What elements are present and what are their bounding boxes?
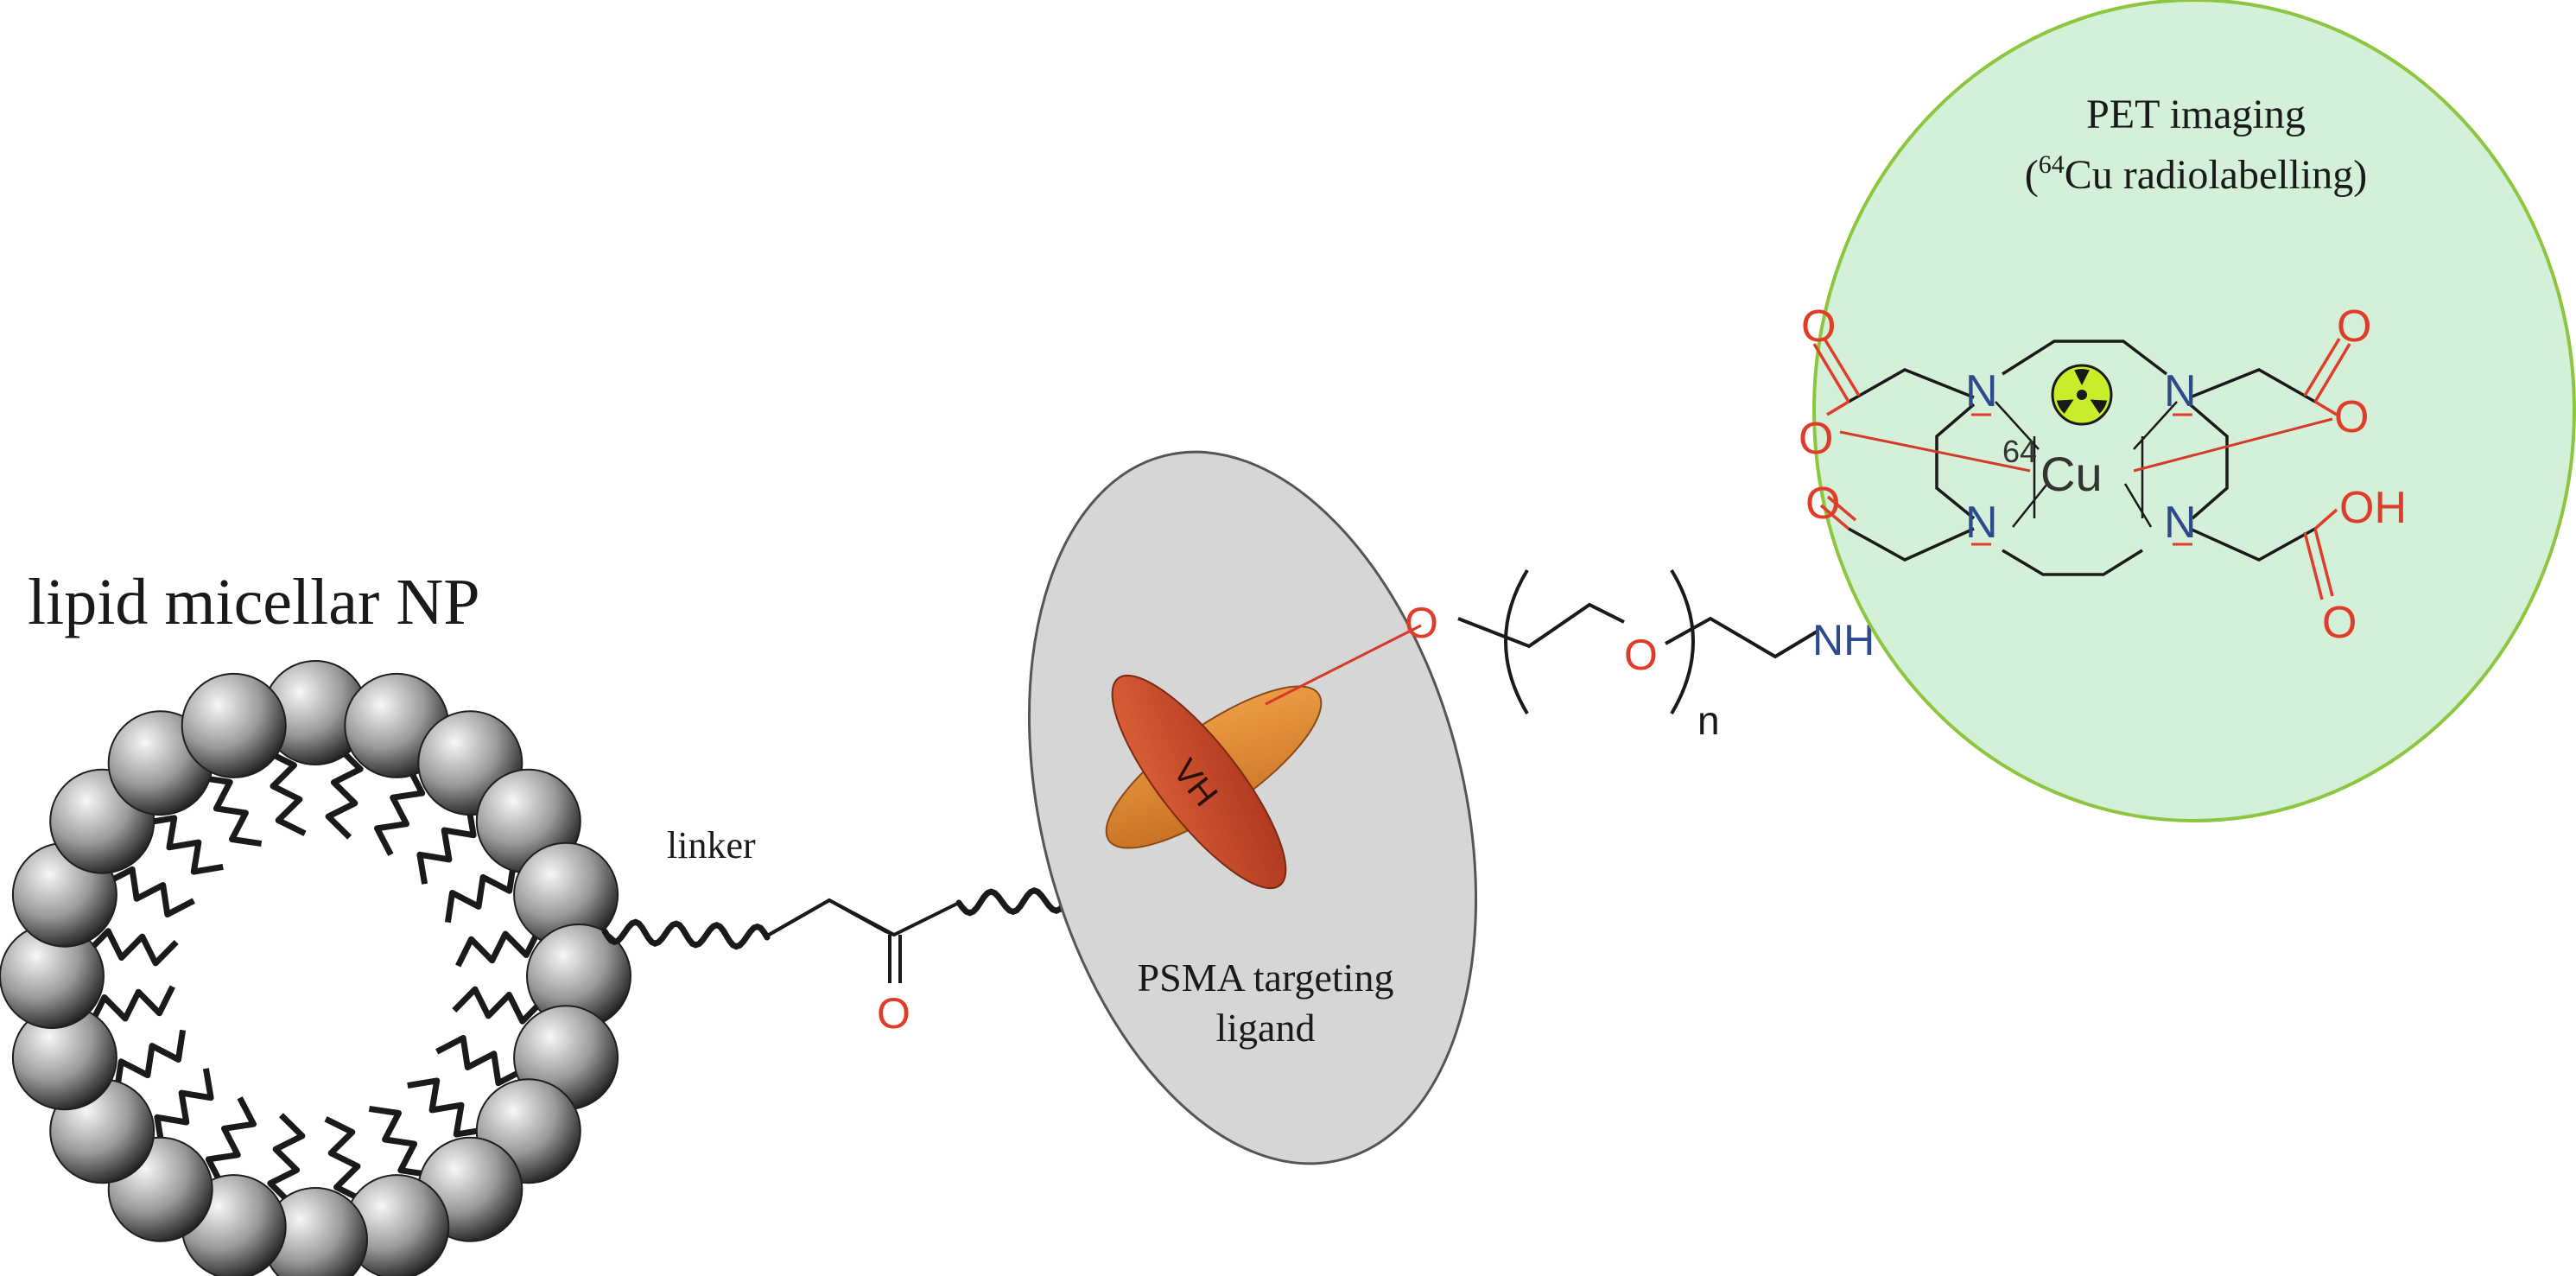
lipid-tail (267, 1113, 306, 1207)
oxygen-left-coordinated: O (1799, 414, 1833, 464)
nitrogen-markers (1971, 413, 2192, 546)
nitrogen-1: N (1965, 366, 1998, 416)
acetate-arm-bottom-left (1848, 527, 1975, 562)
oxygen-top-right: O (2337, 302, 2371, 352)
ether-oxygen-1: O (1405, 599, 1438, 647)
radiation-icon (2051, 364, 2113, 426)
lipid-tail (324, 1116, 365, 1203)
nitrogen-2: N (2164, 366, 2197, 416)
lipid-tail (154, 1068, 214, 1147)
dota-cu-complex (1812, 338, 2351, 600)
lipid-head-sphere (181, 672, 287, 778)
lipid-tail (435, 1035, 527, 1087)
lipid-tail (416, 805, 477, 885)
lipid-tail (88, 985, 175, 1025)
lipid-tail (444, 860, 517, 924)
pet-label-isotope: 64 (2039, 150, 2065, 179)
peg-chain-bonds (1457, 602, 1625, 649)
carbonyl-oxygen-left-bond (1826, 400, 1850, 416)
copper-mass-number: 64 (2002, 434, 2037, 469)
carbonyl-bottom-left (1819, 495, 1857, 530)
pet-imaging-region (1812, 0, 2576, 822)
oxygen-right-coordinated: O (2334, 392, 2369, 442)
lipid-tail (452, 986, 546, 1025)
acetate-arm-top-right (2189, 368, 2316, 403)
peg-repeat-n: n (1697, 698, 1720, 743)
lipid-tail (205, 1096, 257, 1188)
carbonyl-top-right (2303, 338, 2351, 403)
lipid-tail (113, 1029, 187, 1092)
peg-to-amide-bonds (1665, 616, 1820, 659)
pet-label-line1: PET imaging (2086, 92, 2306, 137)
lipid-tails (85, 746, 546, 1207)
oxygen-bottom-left: O (1805, 479, 1840, 529)
vh-antibody-fragment: VH (1105, 674, 1323, 890)
vh-to-ether-bond (1265, 624, 1422, 706)
linker-chain-wave-left (601, 918, 771, 950)
ether-oxygen-2: O (1624, 631, 1658, 679)
hydroxyl-bottom-right: OH (2339, 483, 2407, 533)
linker-chain-zigzag (768, 898, 895, 936)
macrocycle-bonds (1935, 340, 2229, 576)
oxygen-bottom-right: O (2322, 598, 2357, 648)
amide-nh: NH (1812, 616, 1875, 664)
carbonyl-bottom-right (2303, 508, 2338, 600)
carbonyl-oxygen-right-bond (2314, 400, 2338, 416)
micelle-title: lipid micellar NP (28, 566, 479, 638)
lipid-micelle (0, 660, 631, 1276)
cu-coordination-bonds (1995, 401, 2178, 528)
lipid-heads (0, 660, 631, 1276)
cu-oxygen-bonds (1839, 417, 2333, 473)
lipid-tail (266, 749, 307, 836)
acetate-arm-top-left (1848, 368, 1975, 403)
lipid-tail (455, 927, 542, 968)
lipid-tail (374, 765, 426, 856)
pet-label-line2: (64Cu radiolabelling) (2025, 150, 2368, 198)
peg-open-bracket (1504, 568, 1529, 715)
pet-label-open-paren: ( (2025, 152, 2039, 198)
psma-label-line1: PSMA targeting (1138, 955, 1394, 1000)
lipid-tail (104, 866, 195, 917)
carbonyl-top-left (1812, 338, 1861, 403)
lipid-tail (85, 928, 179, 967)
copper-symbol: Cu (2040, 447, 2103, 501)
psma-label-line2: ligand (1216, 1006, 1316, 1050)
pet-label-rest: Cu radiolabelling) (2065, 152, 2368, 198)
lipid-tail (407, 1077, 486, 1138)
oxygen-top-left: O (1801, 302, 1836, 352)
linker-carbonyl-bond (764, 898, 960, 939)
lipid-tail (368, 1105, 431, 1178)
peg-close-bracket (1670, 568, 1695, 715)
linker-label: linker (667, 824, 756, 867)
lipid-tail (200, 774, 263, 847)
lipid-tail (144, 815, 224, 875)
nitrogen-4: N (2164, 498, 2197, 548)
nitrogen-3: N (1965, 498, 1998, 548)
acetate-arm-bottom-right (2189, 527, 2316, 562)
carbonyl-oxygen: O (877, 989, 910, 1038)
lipid-tail (325, 746, 364, 840)
